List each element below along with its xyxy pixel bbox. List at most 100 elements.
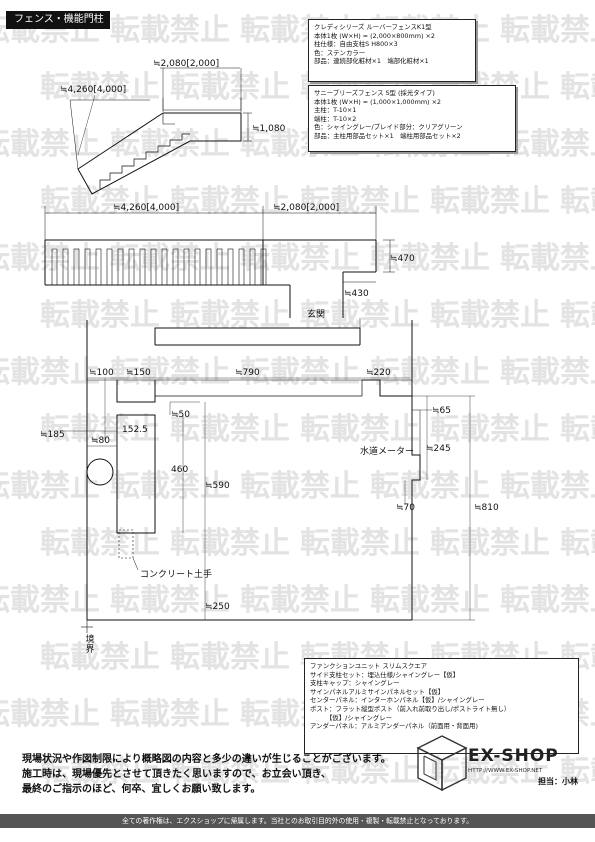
spec-line: サインパネルアルミサインパネルセット【仮】 xyxy=(310,687,445,696)
watermark-text: 転載禁止 xyxy=(240,241,360,276)
louver-slat xyxy=(150,248,157,286)
spec-line: 色：ステンカラー xyxy=(314,48,366,57)
watermark-text: 転載禁止 xyxy=(240,583,360,618)
function-unit-spec: ファンクションユニット スリムスクエアサイド支柱セット：埋込仕様/シャイングレー… xyxy=(304,658,579,754)
dim-152: 152.5 xyxy=(122,425,148,435)
louver-slat xyxy=(172,248,179,286)
watermark-text: 転載禁止 xyxy=(170,412,290,447)
watermark-text: 転載禁止 xyxy=(300,754,420,789)
watermark-text: 転載禁止 xyxy=(110,697,230,732)
louver-slat xyxy=(117,248,124,286)
louver-slat xyxy=(106,248,113,286)
fence-elevation xyxy=(44,239,395,318)
note-line: 現場状況や作図制限により概略図の内容と多少の違いが生じることがございます。 xyxy=(22,754,391,765)
elevation-dimensions xyxy=(44,206,377,240)
watermark-text: 転載禁止 xyxy=(430,298,550,333)
watermark-text: 転載禁止 xyxy=(110,469,230,504)
note-line: 施工時は、現場優先とさせて頂きたく思いますので、お立会い頂き、 xyxy=(22,769,331,780)
spec-line: 色：シャイングレー/ブレイド部分：クリアグリーン xyxy=(314,123,463,132)
label-water-meter: 水道メーター xyxy=(360,445,414,457)
dim-790: ≒790 xyxy=(235,368,260,378)
watermark-text: 転載禁止 xyxy=(560,412,595,447)
louver-slat xyxy=(128,248,135,286)
watermark-text: 転載禁止 xyxy=(170,70,290,105)
watermark-text: 転載禁止 xyxy=(170,640,290,675)
watermark-text: 転載禁止 xyxy=(0,127,100,162)
dim-245: ≒245 xyxy=(426,444,451,454)
fence-plan-outline xyxy=(69,67,252,195)
watermark-text: 転載禁止 xyxy=(430,526,550,561)
spec-line: センターパネル：インターホンパネル【仮】/シャイングレー xyxy=(310,696,485,705)
watermark-text: 転載禁止 xyxy=(0,469,100,504)
watermark-text: 転載禁止 xyxy=(560,298,595,333)
label-entrance: 玄関 xyxy=(307,308,325,320)
brand-name: EX-SHOP xyxy=(468,746,559,766)
louver-slat xyxy=(183,248,190,286)
spec-line: 支柱キャップ：シャイングレー xyxy=(310,679,400,688)
watermark-text: 転載禁止 xyxy=(430,412,550,447)
dim-elev-left: ≒4,260[4,000] xyxy=(113,203,179,213)
watermark-text: 転載禁止 xyxy=(40,298,160,333)
watermark-text: 転載禁止 xyxy=(560,754,595,789)
watermark-text: 転載禁止 xyxy=(40,412,160,447)
watermark-text: 転載禁止 xyxy=(500,469,595,504)
spec-line: 部品：主柱用部品セット×1 端柱用部品セット×2 xyxy=(314,131,461,140)
watermark-text: 転載禁止 xyxy=(0,355,100,390)
watermark-text: 転載禁止 xyxy=(0,583,100,618)
dim-70: ≒70 xyxy=(396,503,415,513)
fence-spec-sunny-breeze: サニーブリーズフェンス S型 (採光タイプ)本体1枚 (W×H) = (1,00… xyxy=(308,85,516,152)
watermark-text: 転載禁止 xyxy=(430,754,550,789)
fence-spec-louver: クレディシリーズ ルーバーフェンスK1型本体1枚 (W×H) = (2,000×… xyxy=(308,19,476,82)
dim-250: ≒250 xyxy=(205,602,230,612)
dim-220: ≒220 xyxy=(366,368,391,378)
site-plan xyxy=(60,318,475,633)
watermark-text: 転載禁止 xyxy=(500,241,595,276)
dim-430: ≒430 xyxy=(344,289,369,299)
louver-slat xyxy=(62,248,69,286)
spec-line: サイド支柱セット：埋込仕様/シャイングレー【仮】 xyxy=(310,670,460,679)
label-concrete-bank: コンクリート土手 xyxy=(140,568,212,580)
spec-line: サニーブリーズフェンス S型 (採光タイプ) xyxy=(314,89,435,97)
watermark-text: 転載禁止 xyxy=(170,526,290,561)
dim-810: ≒810 xyxy=(474,503,499,513)
spec-line: 柱仕様：自由支柱S H800×3 xyxy=(314,40,398,49)
watermark-text: 転載禁止 xyxy=(430,184,550,219)
watermark-text: 転載禁止 xyxy=(240,355,360,390)
brand-url[interactable]: HTTP://WWW.EX-SHOP.NET xyxy=(468,768,543,774)
watermark-text: 転載禁止 xyxy=(0,241,100,276)
footer-copyright: 全ての著作権は、エクスショップに帰属します。当社とのお取引目的外の使用・複製・転… xyxy=(0,814,595,828)
spec-line: 本体1枚 (W×H) = (1,000×1,000mm) ×2 xyxy=(314,97,441,106)
page-title: フェンス・機能門柱 xyxy=(6,11,110,29)
watermark-text: 転載禁止 xyxy=(110,241,230,276)
watermark-text: 転載禁止 xyxy=(300,526,420,561)
watermark-text: 転載禁止 xyxy=(240,469,360,504)
dim-elev-right: ≒2,080[2,000] xyxy=(273,203,339,213)
louver-slat xyxy=(194,248,201,286)
watermark-text: 転載禁止 xyxy=(500,583,595,618)
spec-line: 【仮】/シャイングレー xyxy=(310,713,393,722)
spec-line: ファンクションユニット スリムスクエア xyxy=(310,662,428,670)
spec-line: 部品：連続部化粧材×1 端部化粧材×1 xyxy=(314,57,429,66)
watermark-text: 転載禁止 xyxy=(40,526,160,561)
dim-top-height: ≒1,080 xyxy=(252,124,286,134)
louver-slat xyxy=(84,248,91,286)
site-notes: 現場状況や作図制限により概略図の内容と多少の違いが生じることがございます。 施工… xyxy=(22,752,391,797)
spec-line: 本体1枚 (W×H) = (2,000×800mm) ×2 xyxy=(314,31,435,40)
watermark-text: 転載禁止 xyxy=(40,640,160,675)
louver-slat xyxy=(260,248,267,286)
watermark-text: 転載禁止 xyxy=(110,13,230,48)
watermark-text: 転載禁止 xyxy=(40,754,160,789)
dim-50: ≒50 xyxy=(171,410,190,420)
spec-line: クレディシリーズ ルーバーフェンスK1型 xyxy=(314,23,432,31)
dim-590: ≒590 xyxy=(205,481,230,491)
watermark-text: 転載禁止 xyxy=(110,355,230,390)
dim-185: ≒185 xyxy=(40,430,65,440)
watermark-text: 転載禁止 xyxy=(170,298,290,333)
watermark-text: 転載禁止 xyxy=(500,13,595,48)
spec-line: アンダーパネル：アルミアンダーパネル（前面用・背面用) xyxy=(310,722,478,731)
dim-65: ≒65 xyxy=(432,406,451,416)
louver-slat xyxy=(205,248,212,286)
watermark-text: 転載禁止 xyxy=(560,184,595,219)
watermark-text: 転載禁止 xyxy=(560,70,595,105)
